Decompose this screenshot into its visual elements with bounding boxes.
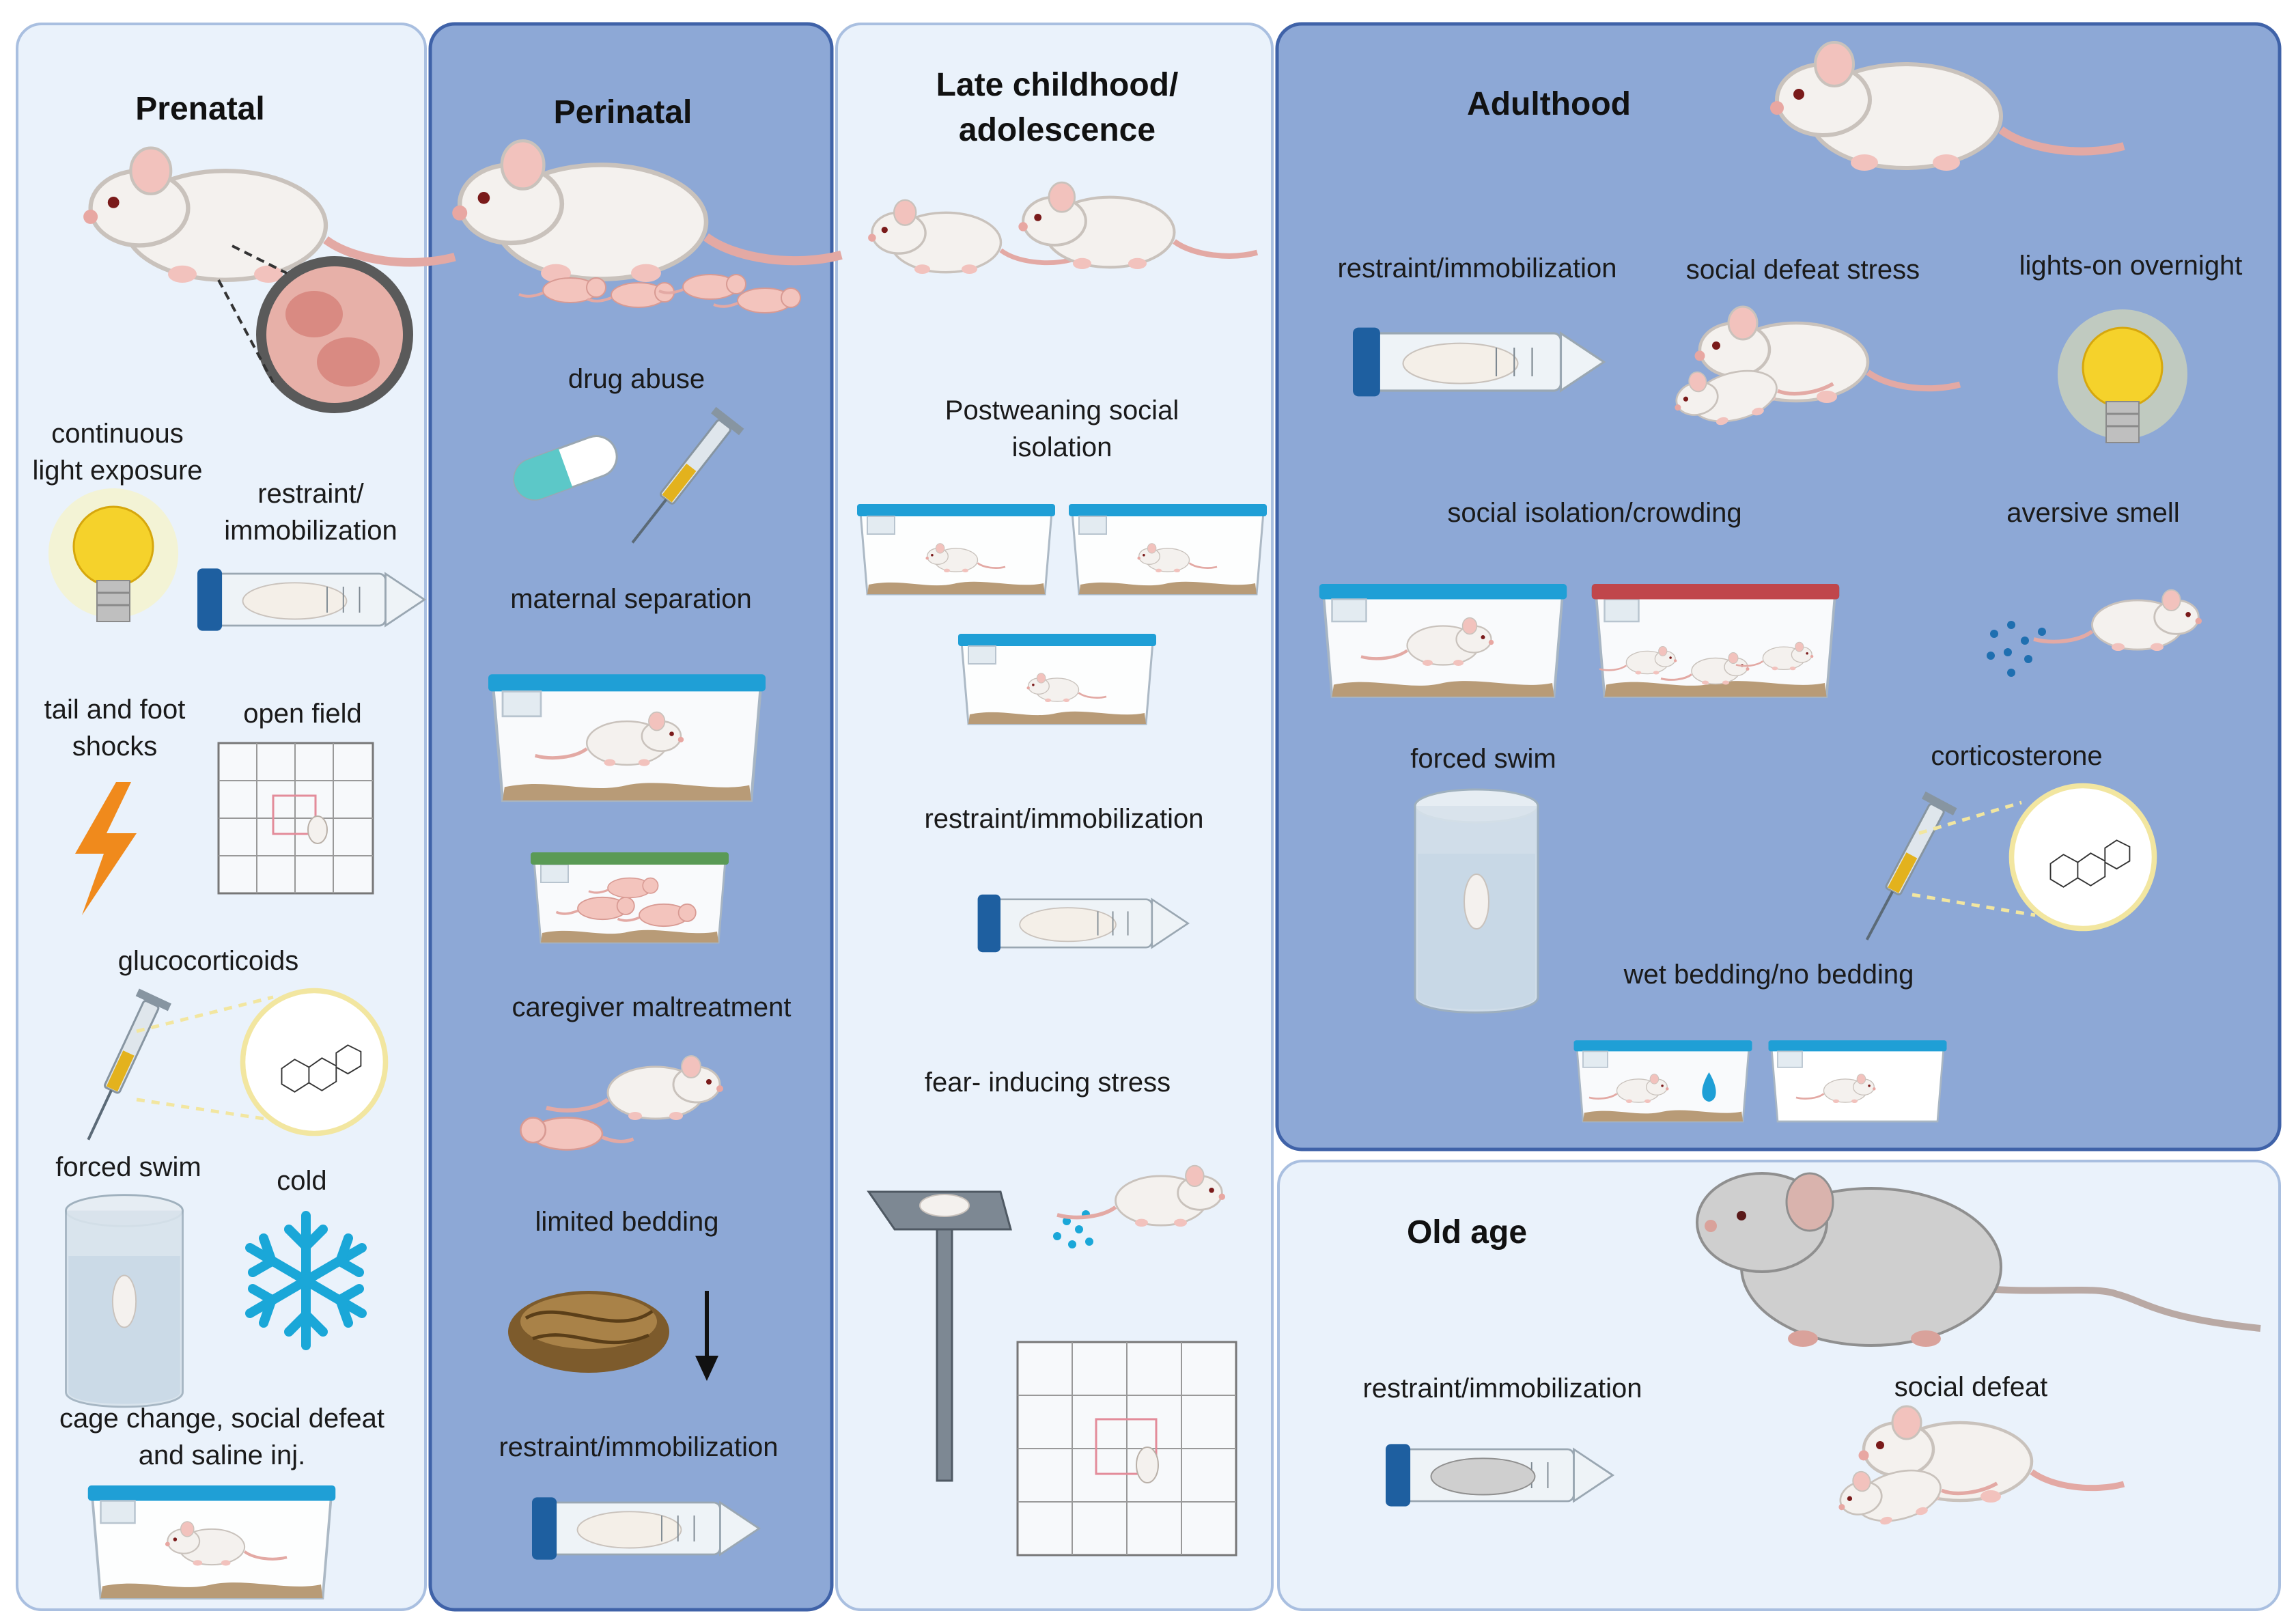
- late-childhood-title-line2: adolescence: [959, 112, 1156, 148]
- adulthood-panel: Adulthood restraint/immobilization socia…: [1317, 42, 2243, 1123]
- wet-bedding-cage-icon: [1573, 1039, 1753, 1123]
- down-arrow-icon: [695, 1291, 718, 1381]
- adult-swim-beaker-icon: [1414, 788, 1539, 1014]
- restraint-label-line2: immobilization: [224, 516, 397, 546]
- snowflake-icon: [245, 1211, 367, 1350]
- fear-label: fear- inducing stress: [925, 1067, 1171, 1098]
- caregiver-maltreatment-label: caregiver maltreatment: [512, 992, 791, 1022]
- late-restraint-tube-icon: [977, 893, 1189, 953]
- corticosterone-label: corticosterone: [1931, 741, 2102, 771]
- isolation-cage-2-icon: [1067, 503, 1268, 596]
- no-bedding-cage-icon: [1768, 1040, 1947, 1123]
- lights-on-label: lights-on overnight: [2019, 251, 2243, 281]
- old-age-title: Old age: [1407, 1214, 1527, 1251]
- predator-odor-icon: [1053, 1166, 1225, 1248]
- old-restraint-tube-icon: [1384, 1442, 1614, 1508]
- cold-label: cold: [277, 1166, 326, 1196]
- glucocorticoids-label: glucocorticoids: [118, 946, 299, 976]
- isolation-cage-adult-icon: [1317, 583, 1569, 698]
- shocks-label-line2: shocks: [72, 731, 158, 762]
- steroid-molecule-icon: [243, 991, 386, 1134]
- cage-change-label: cage change, social defeat: [59, 1403, 384, 1434]
- cage-change-label-line2: and saline inj.: [139, 1440, 306, 1470]
- adult-restraint-tube-icon: [1352, 326, 1606, 397]
- late-childhood-title: Late childhood/: [936, 67, 1179, 103]
- pregnant-mouse-icon: [83, 148, 455, 413]
- swim-beaker-icon: [65, 1194, 184, 1408]
- perinatal-title: Perinatal: [554, 94, 692, 130]
- continuous-light-label: continuous: [51, 419, 183, 449]
- shocks-label: tail and foot: [44, 695, 186, 725]
- perinatal-restraint-tube-icon: [531, 1496, 760, 1561]
- restraint-label: restraint/: [257, 479, 364, 509]
- separation-cage-dam-icon: [488, 674, 766, 800]
- old-age-panel: Old age restraint/immobilization social …: [1362, 1172, 2261, 1535]
- isolation-cage-1-icon: [856, 503, 1056, 596]
- elevated-platform-icon: [867, 1190, 1012, 1482]
- drug-abuse-label: drug abuse: [568, 364, 705, 394]
- isolation-crowding-label: social isolation/crowding: [1447, 498, 1741, 528]
- old-restraint-label: restraint/immobilization: [1362, 1373, 1642, 1403]
- forced-swim-label: forced swim: [55, 1152, 201, 1182]
- adulthood-title: Adulthood: [1467, 86, 1631, 122]
- continuous-light-label-line2: light exposure: [32, 456, 202, 486]
- prenatal-title: Prenatal: [135, 91, 264, 127]
- old-mouse-icon: [1696, 1172, 2261, 1347]
- home-cage-icon: [86, 1484, 337, 1600]
- corticosterone-molecule-icon: [2012, 786, 2155, 929]
- restraint-tube-icon: [196, 567, 425, 632]
- maternal-separation-label: maternal separation: [510, 584, 752, 614]
- social-defeat-stress-label: social defeat stress: [1686, 255, 1920, 285]
- nest-icon: [508, 1291, 669, 1373]
- postweaning-label: Postweaning social: [945, 395, 1179, 425]
- open-field-arena-late-icon: [1016, 1341, 1237, 1556]
- lightning-bolt-icon: [75, 782, 137, 915]
- pill-capsule-icon: [513, 435, 618, 501]
- old-social-defeat-label: social defeat: [1894, 1372, 2048, 1402]
- aversive-smell-icon: [1987, 590, 2202, 677]
- separation-cage-pups-icon: [529, 851, 730, 944]
- postweaning-label-line2: isolation: [1012, 432, 1112, 462]
- open-field-arena-icon: [217, 742, 374, 895]
- aversive-smell-label: aversive smell: [2006, 498, 2179, 528]
- prenatal-panel: Prenatal continuous light exposure restr…: [32, 91, 455, 1600]
- water-drop-icon: [1702, 1072, 1716, 1102]
- limited-bedding-label: limited bedding: [535, 1207, 718, 1237]
- wet-bedding-label: wet bedding/no bedding: [1623, 960, 1914, 990]
- adult-restraint-label: restraint/immobilization: [1337, 253, 1616, 283]
- isolation-cage-3-icon: [957, 632, 1158, 725]
- perinatal-panel: Perinatal drug abuse maternal separation…: [452, 94, 841, 1561]
- late-restraint-label: restraint/immobilization: [924, 804, 1203, 834]
- open-field-label: open field: [243, 699, 361, 729]
- perinatal-restraint-label: restraint/immobilization: [499, 1432, 778, 1462]
- late-childhood-panel: Late childhood/ adolescence Postweaning …: [856, 67, 1268, 1556]
- adult-forced-swim-label: forced swim: [1410, 744, 1556, 774]
- crowding-cage-icon: [1590, 583, 1841, 698]
